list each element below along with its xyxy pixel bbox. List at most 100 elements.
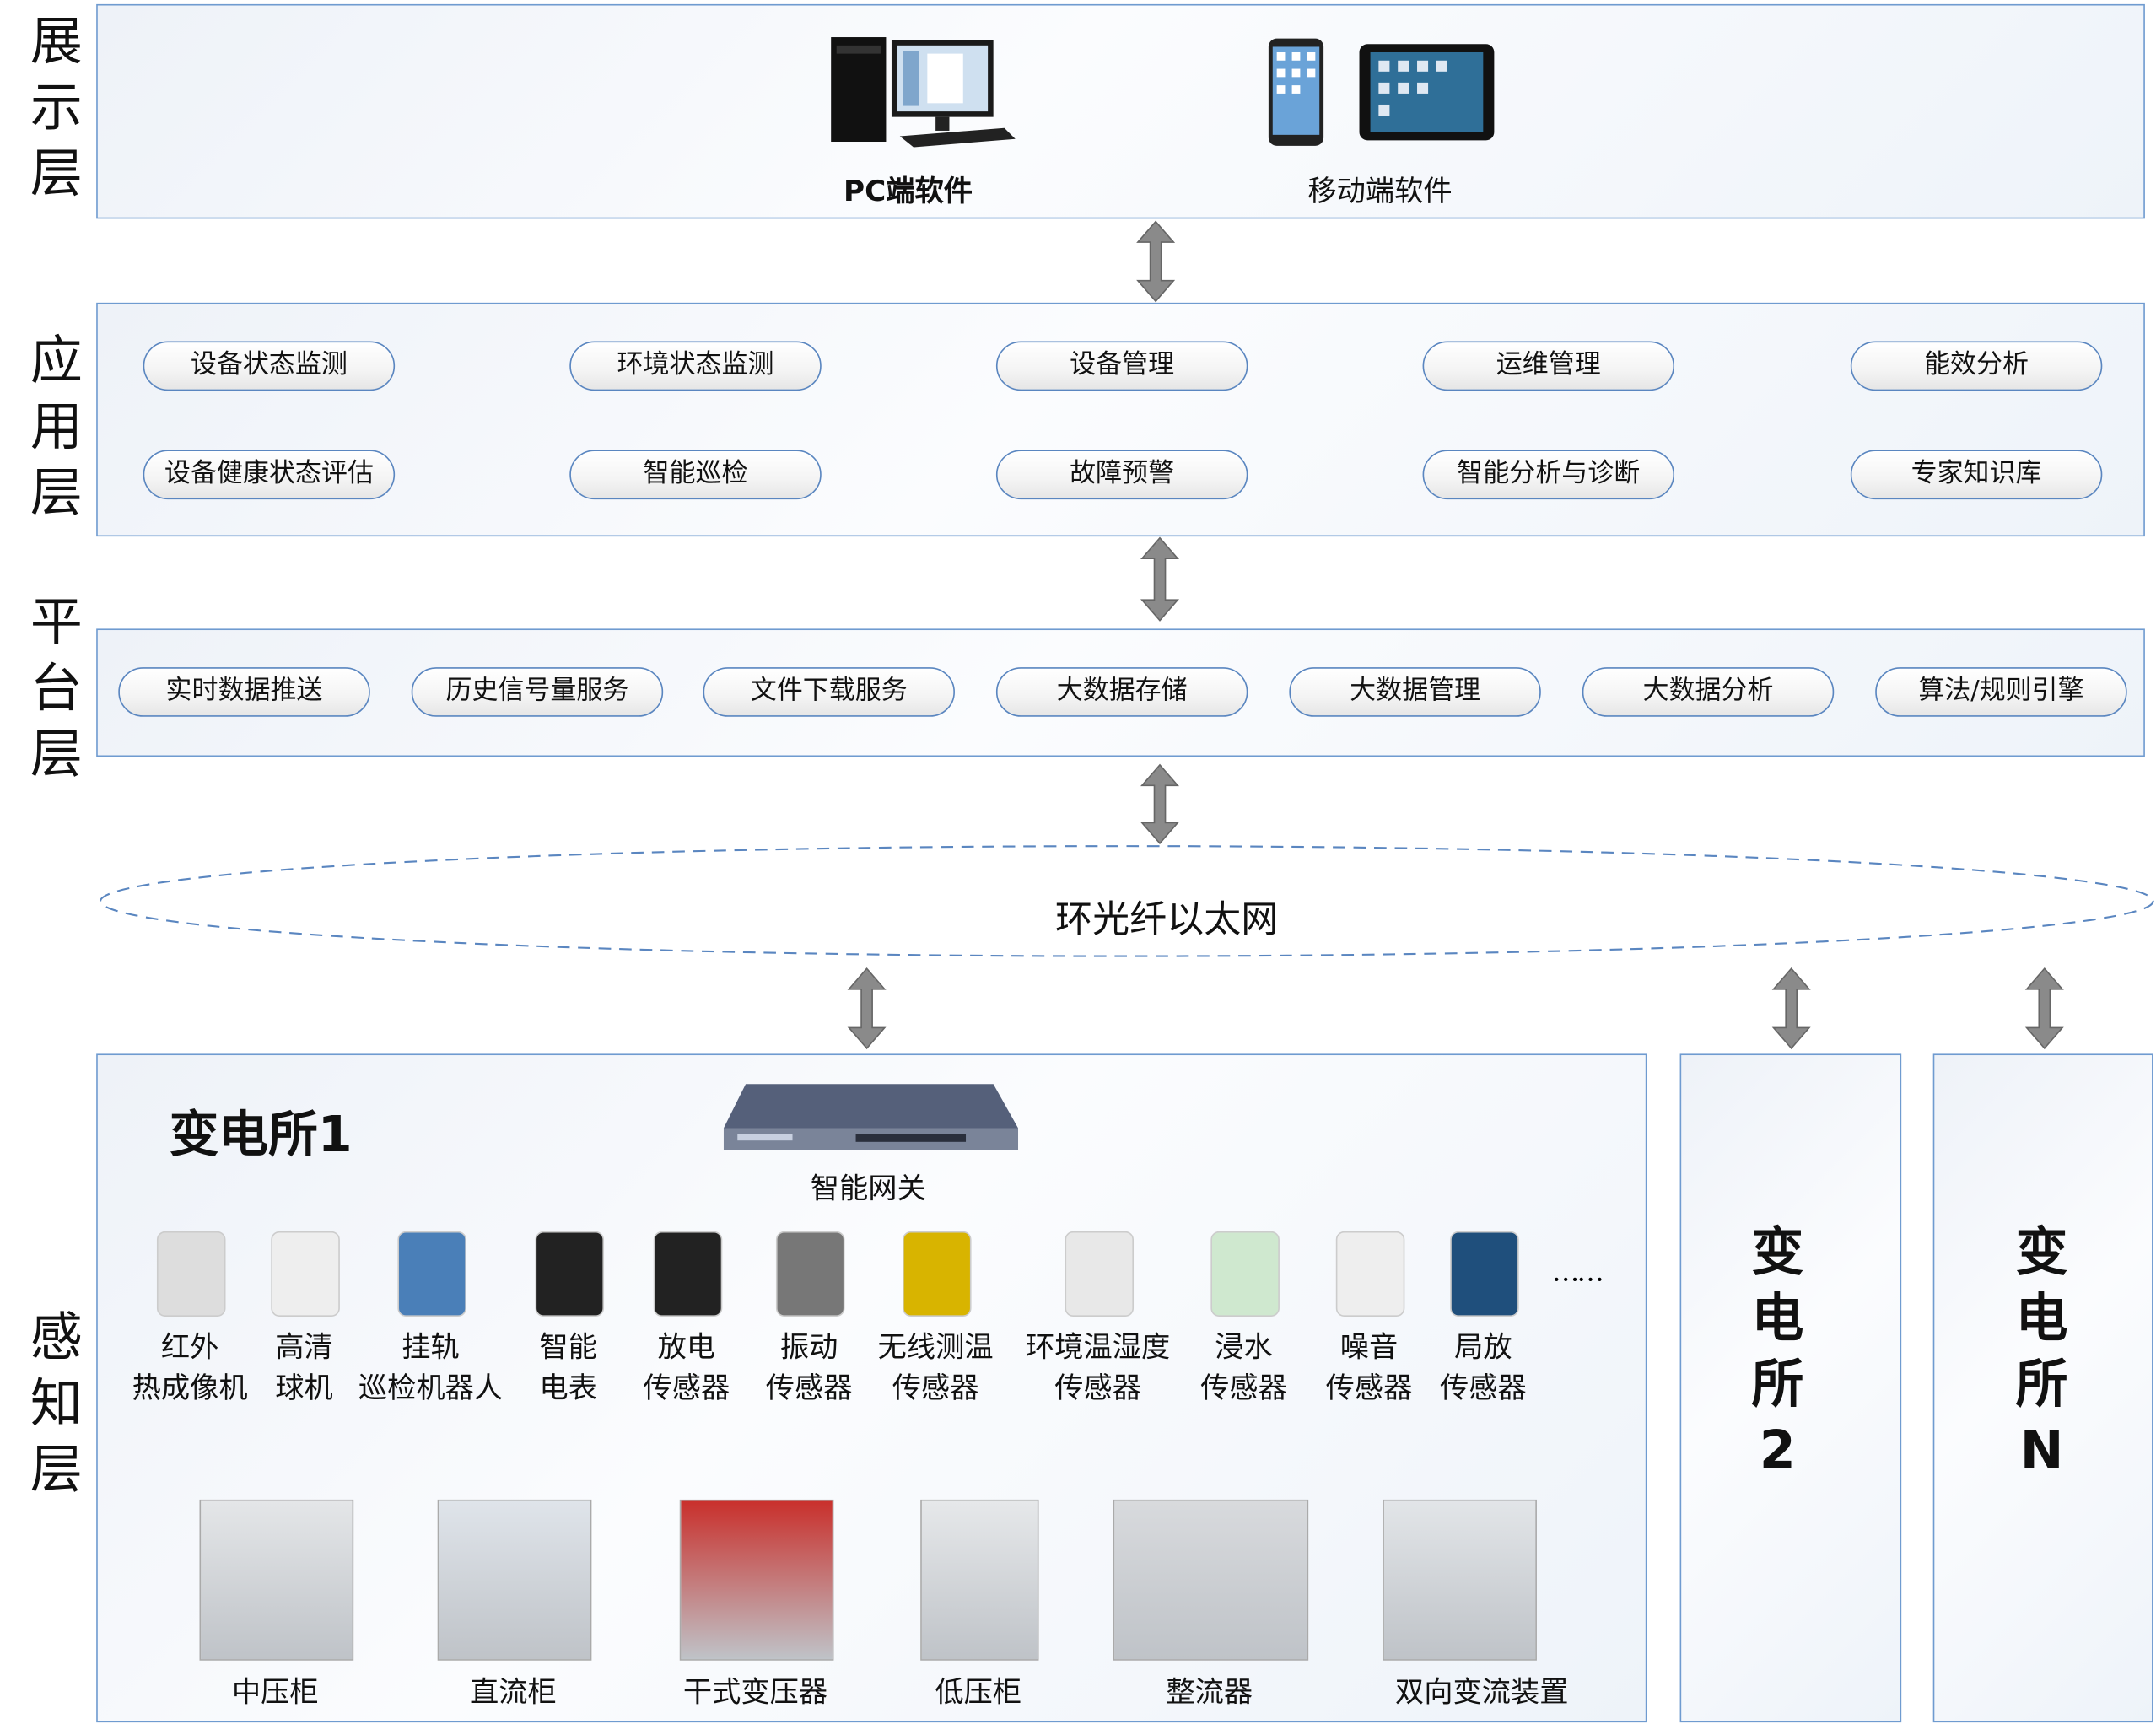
platform-service-3[interactable]: 大数据存储 [995, 667, 1248, 717]
sensor-label-line2: 传感器 [1054, 1371, 1141, 1405]
sensor-label-line1: 红外 [160, 1330, 219, 1364]
app-module-8[interactable]: 智能分析与诊断 [1422, 450, 1675, 500]
platform-service-5[interactable]: 大数据分析 [1582, 667, 1835, 717]
equipment-cabinet-icon [199, 1499, 354, 1661]
ring-ethernet-ellipse [100, 845, 2154, 957]
app-module-1[interactable]: 环境状态监测 [569, 341, 822, 391]
app-module-5[interactable]: 设备健康状态评估 [143, 450, 396, 500]
platform-service-6[interactable]: 算法/规则引擎 [1875, 667, 2127, 717]
substationN-label-char: N [2019, 1420, 2064, 1481]
sensor-label-line1: 挂轨 [402, 1330, 460, 1364]
sensor-label: 挂轨巡检机器人 [358, 1326, 503, 1409]
sensor-device-icon [1450, 1231, 1519, 1317]
sensor-label-line1: 浸水 [1215, 1330, 1273, 1364]
mobile-devices-icon [1268, 38, 1495, 146]
app-module-4[interactable]: 能效分析 [1850, 341, 2103, 391]
substation2-label-char: 所 [1751, 1354, 1804, 1414]
app-module-0[interactable]: 设备状态监测 [143, 341, 396, 391]
layer-label-perception: 感知层 [24, 1304, 88, 1502]
layer-label-display: 展示层 [24, 8, 88, 207]
sensor-label-line2: 传感器 [1200, 1371, 1287, 1405]
sensor-label-line2: 巡检机器人 [358, 1371, 504, 1405]
sensor-label-line1: 环境温湿度 [1025, 1330, 1171, 1364]
equipment-label: 直流柜 [470, 1675, 557, 1709]
substation2-label-char: 2 [1759, 1420, 1796, 1481]
sensor-label: 高清球机 [275, 1326, 333, 1409]
sensor-label-line1: 振动 [779, 1330, 838, 1364]
equipment-label: 双向变流装置 [1394, 1675, 1569, 1709]
equipment-cabinet-icon [1383, 1499, 1537, 1661]
sensor-device-icon [1335, 1231, 1405, 1317]
smart-gateway-label: 智能网关 [810, 1172, 926, 1205]
sensor-device-icon [156, 1231, 226, 1317]
sensor-label: 红外热成像机 [132, 1326, 248, 1409]
equipment-cabinet-icon [437, 1499, 592, 1661]
sensor-label: 无线测温传感器 [878, 1326, 994, 1409]
sensor-label-line2: 球机 [275, 1371, 333, 1405]
sensor-label-line1: 高清 [275, 1330, 333, 1364]
substation-2-panel[interactable] [1679, 1053, 1902, 1723]
sensor-device-icon [1210, 1231, 1280, 1317]
sensor-label: 振动传感器 [766, 1326, 853, 1409]
desktop-pc-icon [831, 37, 1016, 148]
sensor-label-line1: 放电 [657, 1330, 716, 1364]
bidirectional-arrow-icon [1140, 536, 1181, 622]
sensor-label: 局放传感器 [1440, 1326, 1527, 1409]
substation-1-title: 变电所1 [169, 1107, 353, 1164]
mobile-software-label: 移动端软件 [1307, 175, 1453, 208]
layer-label-text: 应用层 [30, 330, 83, 523]
sensor-device-icon [271, 1231, 340, 1317]
bidirectional-arrow-icon [1135, 220, 1177, 303]
app-module-6[interactable]: 智能巡检 [569, 450, 822, 500]
substation2-label-char: 电 [1751, 1287, 1804, 1349]
substation-n-panel[interactable] [1932, 1053, 2153, 1723]
app-module-7[interactable]: 故障预警 [995, 450, 1248, 500]
layer-label-text: 展示层 [30, 11, 83, 204]
sensor-label-line2: 传感器 [1439, 1371, 1527, 1405]
sensor-label-line1: 无线测温 [877, 1330, 994, 1364]
sensor-device-icon [397, 1231, 466, 1317]
sensor-label-line1: 噪音 [1339, 1330, 1399, 1364]
more-sensors-ellipsis: …… [1551, 1254, 1604, 1288]
sensor-label-line1: 智能 [539, 1330, 597, 1364]
sensor-label-line2: 热成像机 [132, 1371, 248, 1405]
sensor-label-line2: 传感器 [892, 1371, 979, 1405]
platform-service-4[interactable]: 大数据管理 [1289, 667, 1541, 717]
equipment-cabinet-icon [920, 1499, 1039, 1661]
sensor-device-icon [535, 1231, 605, 1317]
platform-service-2[interactable]: 文件下载服务 [703, 667, 955, 717]
equipment-label: 中压柜 [231, 1675, 319, 1709]
smart-gateway-icon [723, 1084, 1019, 1150]
layer-label-text: 平台层 [30, 591, 83, 784]
sensor-label: 噪音传感器 [1326, 1326, 1413, 1409]
sensor-device-icon [653, 1231, 723, 1317]
equipment-label: 低压柜 [935, 1675, 1022, 1709]
bidirectional-arrow-icon [846, 967, 887, 1050]
equipment-cabinet-icon [1113, 1499, 1309, 1661]
app-module-3[interactable]: 运维管理 [1422, 341, 1675, 391]
substationN-label-char: 所 [2015, 1354, 2068, 1414]
bidirectional-arrow-icon [1771, 967, 1812, 1050]
layer-label-platform: 平台层 [24, 589, 88, 787]
bidirectional-arrow-icon [2024, 967, 2065, 1050]
platform-service-1[interactable]: 历史信号量服务 [411, 667, 664, 717]
substationN-label-char: 变 [2015, 1221, 2068, 1283]
ring-ethernet-label: 环光纤以太网 [1055, 898, 1279, 941]
sensor-label: 智能电表 [539, 1326, 597, 1409]
sensor-label: 放电传感器 [644, 1326, 730, 1409]
application-layer-panel [96, 302, 2145, 537]
display-layer-panel [96, 3, 2145, 219]
substationN-label-char: 电 [2015, 1287, 2068, 1349]
sensor-device-icon [1065, 1231, 1135, 1317]
app-module-2[interactable]: 设备管理 [995, 341, 1248, 391]
sensor-label: 浸水传感器 [1200, 1326, 1287, 1409]
pc-software-label: PC端软件 [844, 175, 973, 208]
sensor-label-line1: 局放 [1454, 1330, 1512, 1364]
app-module-9[interactable]: 专家知识库 [1850, 450, 2103, 500]
sensor-label-line2: 传感器 [1325, 1371, 1413, 1405]
platform-service-0[interactable]: 实时数据推送 [118, 667, 370, 717]
sensor-device-icon [775, 1231, 845, 1317]
equipment-cabinet-icon [679, 1499, 834, 1661]
sensor-device-icon [903, 1231, 972, 1317]
